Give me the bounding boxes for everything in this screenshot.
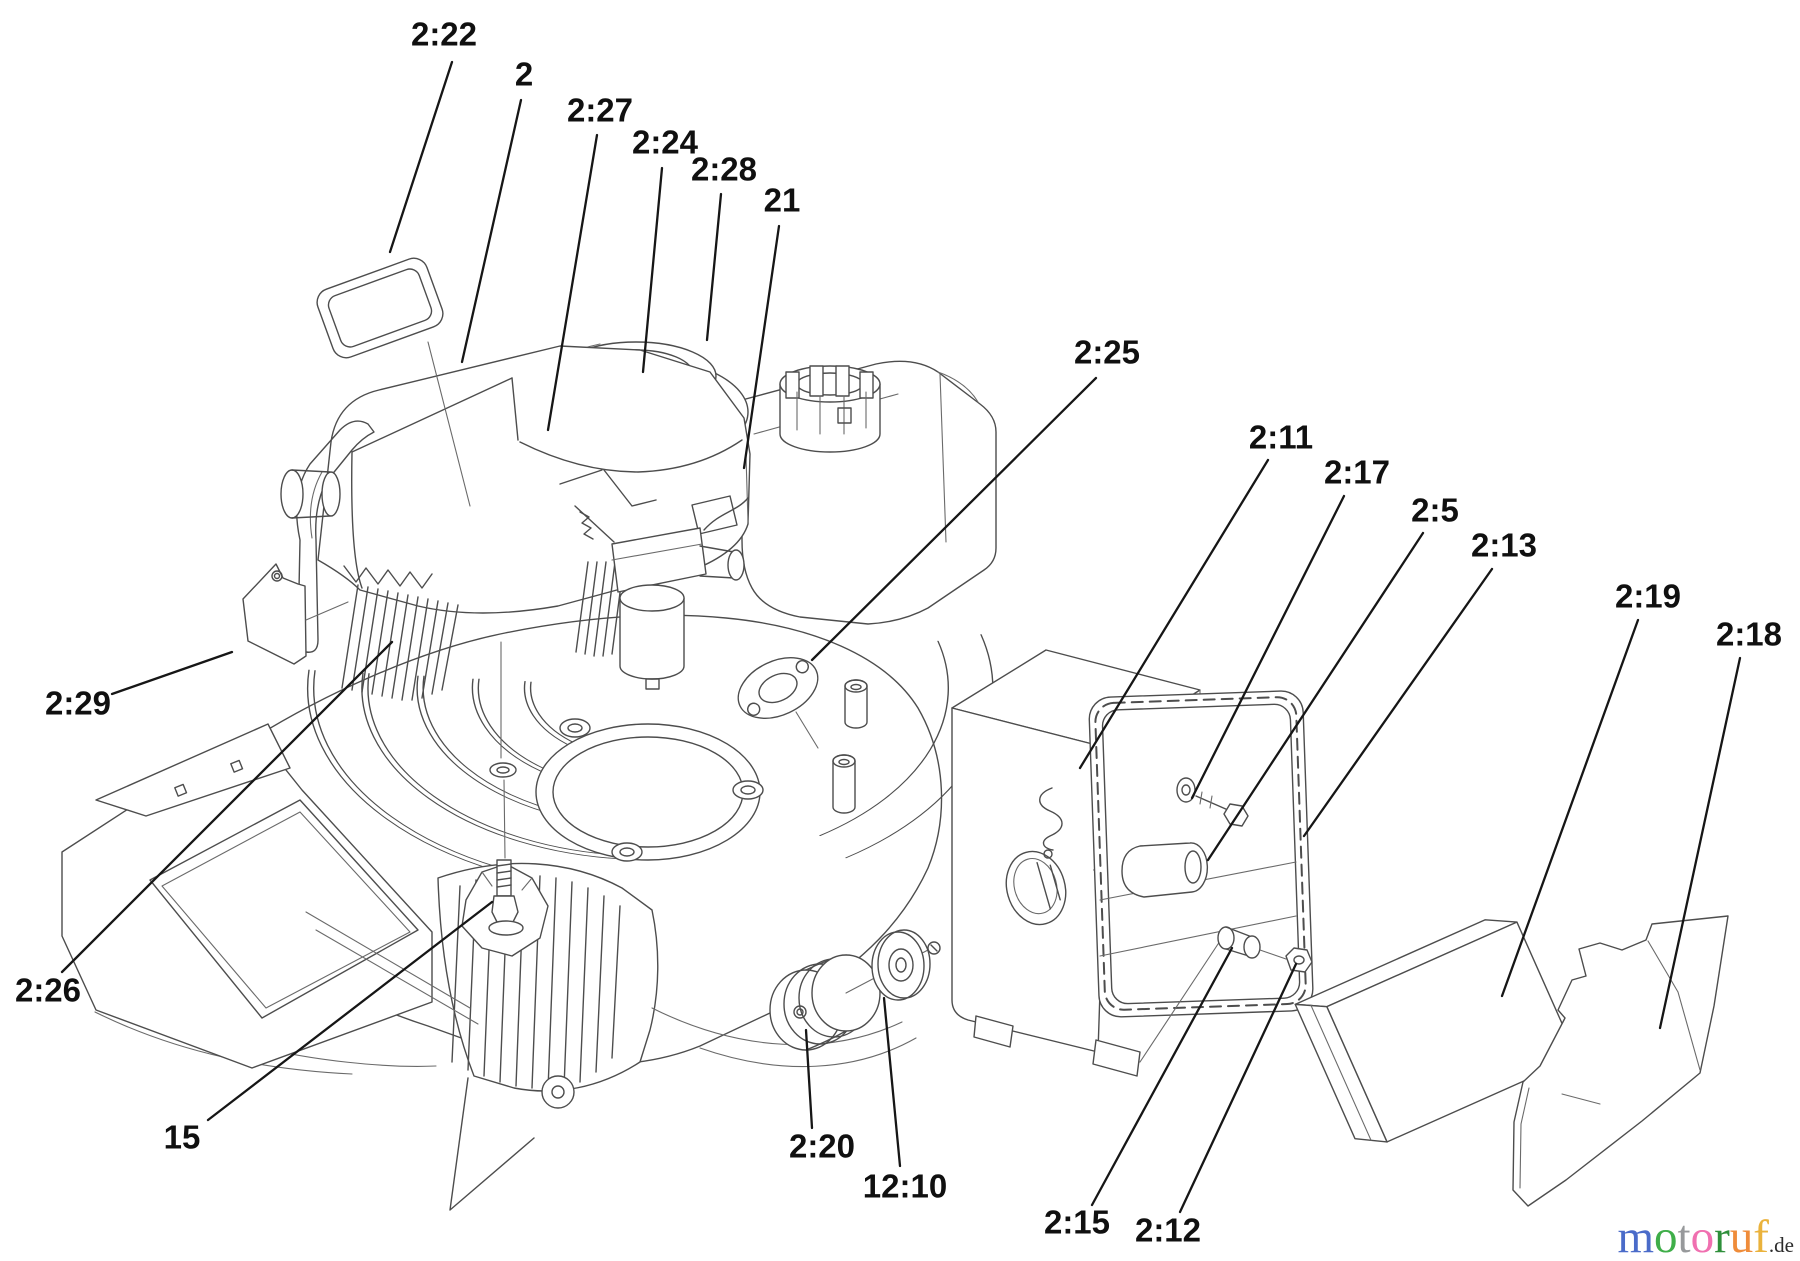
leader-line-2-25 bbox=[810, 376, 1098, 662]
part-callout-15: 15 bbox=[164, 1119, 201, 1156]
gasket-plate bbox=[316, 257, 471, 507]
leader-line-2-26 bbox=[60, 640, 394, 974]
logo-letter: u bbox=[1729, 1211, 1754, 1261]
logo-suffix: .de bbox=[1768, 1233, 1794, 1257]
leader-line-15 bbox=[206, 900, 494, 1122]
spacer bbox=[1139, 926, 1261, 1063]
logo-letter: o bbox=[1690, 1211, 1715, 1261]
part-callout-2-22: 2:22 bbox=[411, 16, 477, 53]
leader-line-2-22 bbox=[388, 60, 454, 254]
leader-line-2-17 bbox=[1190, 494, 1346, 800]
part-callout-2-13: 2:13 bbox=[1471, 527, 1537, 564]
logo-letter: m bbox=[1617, 1211, 1655, 1261]
part-callout-2-11: 2:11 bbox=[1249, 419, 1313, 456]
part-callout-2-26: 2:26 bbox=[15, 972, 81, 1009]
leader-line-2-12 bbox=[1178, 962, 1298, 1214]
leader-line-2-11 bbox=[1078, 458, 1270, 770]
leader-line-2-13 bbox=[1302, 567, 1494, 838]
mount-bracket bbox=[242, 563, 349, 665]
part-callout-2-5: 2:5 bbox=[1411, 492, 1459, 529]
part-callout-2-17: 2:17 bbox=[1324, 454, 1390, 491]
part-callout-2: 2 bbox=[515, 56, 533, 93]
leader-line-12-10 bbox=[882, 996, 902, 1168]
motoruf-logo[interactable]: motoruf.de bbox=[1617, 1214, 1794, 1261]
part-callout-2-18: 2:18 bbox=[1716, 616, 1782, 653]
pulley bbox=[769, 954, 881, 1051]
leader-line-2 bbox=[460, 98, 523, 364]
part-callout-2-20: 2:20 bbox=[789, 1128, 855, 1165]
leader-line-2-27 bbox=[546, 133, 599, 432]
part-callout-2-15: 2:15 bbox=[1044, 1204, 1110, 1241]
deck-hub bbox=[535, 718, 764, 862]
leader-line-2-28 bbox=[705, 192, 723, 342]
deck-bolt bbox=[461, 641, 549, 957]
part-callout-12-10: 12:10 bbox=[863, 1168, 947, 1205]
discharge-chute bbox=[61, 723, 433, 1069]
leader-line-2-5 bbox=[1206, 531, 1425, 862]
engine-assembly bbox=[280, 341, 997, 749]
part-callout-21: 21 bbox=[764, 182, 801, 219]
part-callout-2-24: 2:24 bbox=[632, 124, 699, 161]
leader-line-2-20 bbox=[804, 1028, 814, 1130]
leader-line-2-29 bbox=[110, 650, 234, 696]
part-callout-2-25: 2:25 bbox=[1074, 334, 1140, 371]
logo-letters: motoruf bbox=[1617, 1214, 1768, 1261]
filter-element bbox=[1294, 919, 1578, 1143]
carburetor bbox=[559, 469, 749, 690]
washer-and-screw bbox=[845, 929, 941, 1001]
breather-elbow bbox=[1121, 842, 1209, 898]
part-callout-2-19: 2:19 bbox=[1615, 578, 1681, 615]
part-callout-2-27: 2:27 bbox=[567, 92, 633, 129]
leader-line-2-24 bbox=[641, 166, 664, 374]
filter-cover bbox=[1512, 915, 1729, 1207]
logo-letter: f bbox=[1753, 1211, 1769, 1261]
cooling-fins bbox=[341, 561, 652, 701]
part-callout-2-12: 2:12 bbox=[1135, 1212, 1201, 1249]
part-callout-2-29: 2:29 bbox=[45, 685, 111, 722]
logo-letter: t bbox=[1677, 1211, 1691, 1261]
logo-letter: r bbox=[1714, 1211, 1730, 1261]
leader-line-21 bbox=[742, 224, 781, 470]
fuel-cap bbox=[779, 365, 881, 453]
logo-letter: o bbox=[1654, 1211, 1678, 1261]
leader-line-2-15 bbox=[1090, 946, 1234, 1207]
lock-nut bbox=[1259, 947, 1313, 973]
flange-gasket bbox=[737, 657, 819, 719]
leader-line-2-19 bbox=[1500, 618, 1640, 998]
part-callout-2-28: 2:28 bbox=[691, 151, 757, 188]
leader-line-2-18 bbox=[1658, 656, 1742, 1030]
deck-standoffs bbox=[832, 679, 868, 814]
muffler-stub bbox=[280, 469, 341, 519]
mower-deck bbox=[61, 614, 994, 1211]
